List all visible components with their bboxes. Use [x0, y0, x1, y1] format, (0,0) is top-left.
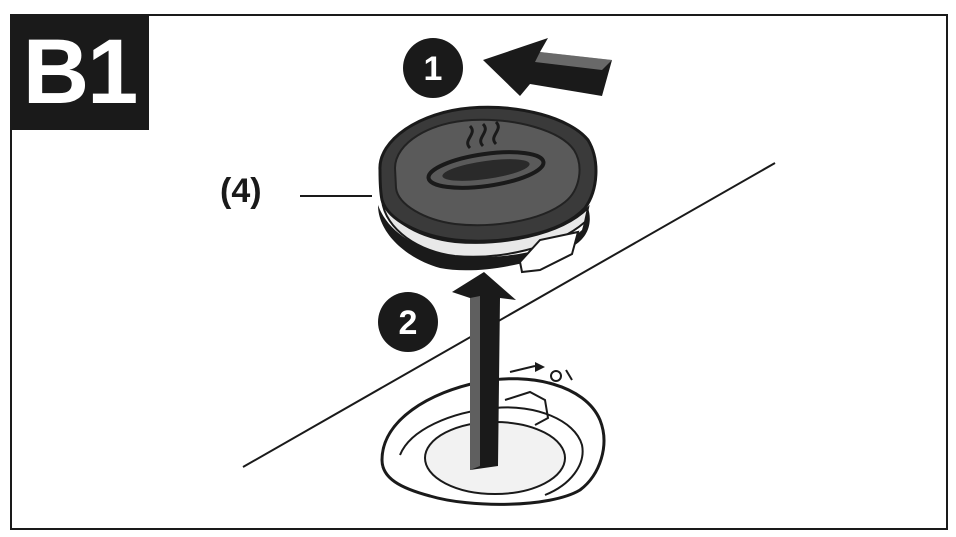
coffee-cup-icon: [378, 105, 598, 274]
part-callout-label: (4): [220, 172, 262, 210]
diagram-frame: [10, 14, 948, 530]
step-marker-2-number: 2: [399, 304, 418, 342]
arrow-left-icon: [483, 38, 612, 96]
step-marker-1: 1: [403, 38, 463, 98]
step-label: B1: [10, 14, 149, 130]
guide-line: [242, 162, 776, 468]
arrow-up-icon: [452, 272, 516, 470]
step-marker-2: 2: [378, 292, 438, 352]
step-marker-1-number: 1: [424, 50, 443, 88]
